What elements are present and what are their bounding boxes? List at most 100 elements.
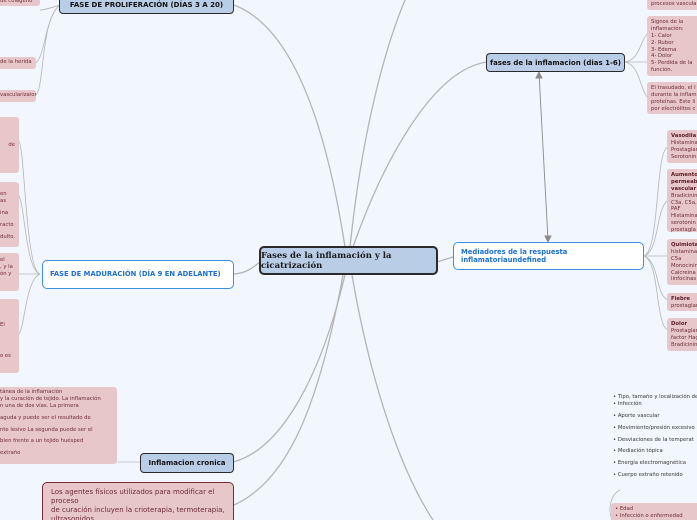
text-line: Los agentes físicos utilizados para modi… <box>51 488 215 496</box>
text-line: durante la inflam <box>651 91 697 98</box>
text-line: Vasodila <box>671 133 697 139</box>
central-topic-label: Fases de la inflamación y la cicatrizaci… <box>261 250 392 271</box>
subtopic-dolor[interactable]: Dolor Prostaglan factor Hag Bradicinin <box>667 318 697 351</box>
list-item: Tipo, tamaño y localización de la lesión <box>617 394 697 400</box>
topic-agentes-fisicos[interactable]: Los agentes físicos utilizados para modi… <box>42 482 234 520</box>
text-line: el <box>0 257 5 263</box>
text-line: 2- Rubor <box>651 39 674 46</box>
text-line: Prostaglan <box>671 146 697 153</box>
subtopic-procesos-vasculares[interactable]: procesos vascula <box>647 0 697 10</box>
text-line: racto <box>0 221 14 228</box>
list-item: Infección <box>617 400 642 407</box>
text-line: n una de dos vías. La primera <box>0 402 79 409</box>
text-line: Quimiota <box>671 242 697 248</box>
factores-list[interactable]: • Tipo, tamaño y localización de la lesi… <box>613 394 697 498</box>
subtopic-maduracion-1[interactable]: de <box>0 117 19 173</box>
topic-label: Mediadores de la respuesta inflamatoriau… <box>461 247 568 264</box>
text-line: ina <box>0 209 9 216</box>
text-line: factor Hag <box>671 334 697 341</box>
subtopic-fiebre[interactable]: Fiebre prostaglan <box>667 293 697 311</box>
text-line: 5- Perdida de la <box>651 60 693 67</box>
text-line: función. <box>651 67 673 74</box>
text-line: Fiebre <box>671 296 691 302</box>
text-line: Histamina <box>671 213 697 220</box>
subtopic-signos-inflamacion[interactable]: Signos de la inflamación: 1- Calor 2- Ru… <box>647 16 697 76</box>
text-line: prostaglan <box>671 302 697 309</box>
topic-fases-inflamacion[interactable]: fases de la inflamacion (dias 1-6) <box>486 53 625 72</box>
text-line: inflamación: <box>651 25 684 32</box>
subtopic-permeabilidad[interactable]: Aumento permeab vascular Bradicinin C3a,… <box>667 169 697 232</box>
subtopic-herida[interactable]: de la herida <box>0 57 36 69</box>
text-line: Calcreina <box>671 269 696 276</box>
factores-pink-list[interactable]: • Edad • Infección o enfermedad <box>611 503 697 520</box>
subtopic-trasudado[interactable]: El trasudado, el l durante la inflam pro… <box>647 82 697 114</box>
text-line: serotonin <box>671 220 696 227</box>
text-line: ultrasonidos. <box>51 515 97 520</box>
text-line: PAF <box>671 206 681 213</box>
text-line: Bradicinin <box>671 341 697 348</box>
subtopic-vascularizacion[interactable]: vascularizaion <box>0 90 36 102</box>
list-item: Edad <box>619 506 634 512</box>
topic-inflamacion-cronica[interactable]: Inflamacion cronica <box>140 453 234 473</box>
list-item: Movimiento/presión excesivo <box>617 424 695 431</box>
subtopic-label: vascularizaion <box>0 92 36 98</box>
subtopic-label: de colágeno <box>0 0 33 4</box>
topic-label: Inflamacion cronica <box>148 459 226 467</box>
text-line: linfocinas <box>671 276 697 283</box>
subtopic-cronica-detail[interactable]: tánea de la inflamación y la curación de… <box>0 387 117 464</box>
text-line: 1- Calor <box>651 32 672 39</box>
subtopic-maduracion-2[interactable]: en as ina racto dulto. <box>0 182 19 247</box>
text-line: o es <box>0 352 11 359</box>
text-line: 3- Edema <box>651 46 677 53</box>
subtopic-quimiotaxis[interactable]: Quimiota histamina C5a Monocinin Calcrei… <box>667 239 697 285</box>
central-topic[interactable]: Fases de la inflamación y la cicatrizaci… <box>259 246 438 275</box>
text-line: aguda y puede ser el resultado de <box>0 414 91 421</box>
text-line: bien frente a un tejido huésped <box>0 438 84 445</box>
text-line: ón y <box>0 270 12 277</box>
text-line: Histamina <box>671 139 697 146</box>
text-line: de curación incluyen la crioterapia, ter… <box>51 506 225 515</box>
text-line: El <box>0 322 5 328</box>
topic-mediadores[interactable]: Mediadores de la respuesta inflamatoriau… <box>453 242 644 270</box>
subtopic-label: de la herida <box>0 59 32 65</box>
subtopic-maduracion-3[interactable]: el , y la ón y <box>0 253 19 291</box>
topic-label: fases de la inflamacion (dias 1-6) <box>490 58 621 67</box>
text-line: Prostaglan <box>671 327 697 334</box>
text-line: de <box>8 142 15 148</box>
text-line: Dolor <box>671 321 688 327</box>
text-line: proceso <box>51 497 79 506</box>
text-line: Monocinin <box>671 262 697 269</box>
text-line: Signos de la <box>651 19 684 25</box>
text-line: El trasudado, el l <box>651 85 696 91</box>
text-line: proteínas. Este li <box>651 98 696 105</box>
list-item: Energía electromagnética <box>617 460 686 467</box>
text-line: as <box>0 197 7 204</box>
text-line: extraño <box>0 450 21 457</box>
text-line: nte lesivo La segunda puede ser el <box>0 426 93 433</box>
text-line: 4- Dolor <box>651 53 673 60</box>
text-line: dulto. <box>0 233 16 240</box>
text-line: , y la <box>0 263 13 270</box>
text-line: procesos vascula <box>651 1 697 7</box>
topic-fase-maduracion[interactable]: FASE DE MADURACIÓN (DÍA 9 EN ADELANTE) <box>42 260 234 289</box>
list-item: Aporte vascular <box>617 412 660 419</box>
text-line: por electrólitos c <box>651 105 696 112</box>
subtopic-vasodilatacion[interactable]: Vasodila Histamina Prostaglan Serotonin <box>667 130 697 163</box>
subtopic-maduracion-4[interactable]: El o es <box>0 299 19 373</box>
text-line: tánea de la inflamación <box>0 389 63 395</box>
text-line: y la curación de tejido. La inflamación <box>0 395 101 402</box>
list-item: Desviaciones de la temperat <box>617 436 694 443</box>
list-item: Mediación tópica <box>617 448 663 455</box>
text-line: en <box>0 191 7 197</box>
text-line: C3a, C5a, <box>671 199 697 206</box>
topic-label: FASE DE MADURACIÓN (DÍA 9 EN ADELANTE) <box>50 270 221 279</box>
list-item: Infección o enfermedad <box>619 512 683 519</box>
text-line: Bradicinin <box>671 192 697 199</box>
text-line: prostagla <box>671 227 696 232</box>
topic-label: FASE DE PROLIFERACIÓN (DÍAS 3 A 20) <box>69 1 224 9</box>
subtopic-colageno[interactable]: de colágeno <box>0 0 40 6</box>
topic-fase-proliferacion[interactable]: FASE DE PROLIFERACIÓN (DÍAS 3 A 20) <box>59 0 234 14</box>
text-line: C5a <box>671 255 682 262</box>
list-item: Cuerpo extraño retenido <box>617 472 683 479</box>
